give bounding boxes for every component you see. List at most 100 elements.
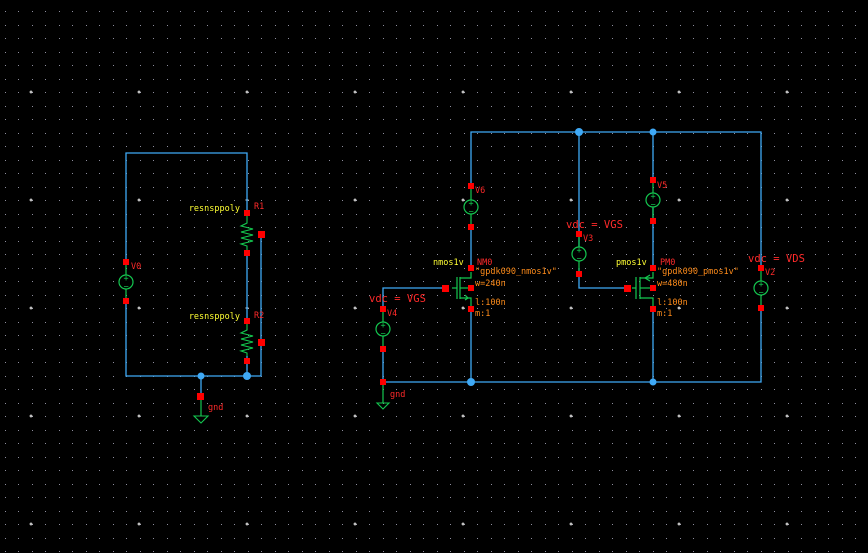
pin[interactable] <box>758 265 764 271</box>
grid-dot <box>207 362 208 363</box>
grid-dot <box>734 443 735 444</box>
wires-right <box>382 131 762 383</box>
wire[interactable] <box>470 131 762 268</box>
grid-dot <box>248 443 249 444</box>
grid-dot <box>545 443 546 444</box>
grid-dot <box>207 119 208 120</box>
ground-left[interactable]: gnd <box>192 393 223 424</box>
vdc-source-v3[interactable]: + − V3 vdc = VGS <box>566 219 623 277</box>
grid-dot <box>194 25 195 26</box>
grid-dot <box>747 79 748 80</box>
grid-dot <box>626 65 627 66</box>
wire[interactable] <box>125 152 248 262</box>
vdc-source-v4[interactable]: + − V4 vdc = VGS <box>369 293 426 352</box>
grid-dot <box>140 254 141 255</box>
wire[interactable] <box>578 268 628 289</box>
grid-dot <box>599 38 600 39</box>
pin[interactable] <box>758 305 764 311</box>
nmos-transistor-nm0[interactable]: nmos1v NM0 "gpdk090_nmos1v" w=240n l:100… <box>433 258 557 319</box>
grid-dot <box>126 11 127 12</box>
grid-dot <box>477 173 478 174</box>
grid-dot <box>126 484 127 485</box>
pin[interactable] <box>258 339 265 346</box>
grid-dot <box>801 214 802 215</box>
pin[interactable] <box>123 259 129 265</box>
resistor-r1[interactable]: resnsppoly R1 <box>189 202 265 256</box>
grid-dot <box>774 106 775 107</box>
wire[interactable] <box>382 287 448 309</box>
grid-dot <box>153 551 154 552</box>
pin[interactable] <box>468 183 474 189</box>
pin-bulk[interactable] <box>650 285 656 291</box>
grid-dot <box>558 308 559 309</box>
pin[interactable] <box>197 393 204 400</box>
wire[interactable] <box>247 234 262 377</box>
vdc-source-v6[interactable]: + − V6 <box>463 183 485 230</box>
vdc-source-v5[interactable]: + − V5 <box>645 177 667 224</box>
grid-dot <box>437 65 438 66</box>
grid-dot <box>612 11 613 12</box>
grid-dot <box>518 187 519 188</box>
pin-gate[interactable] <box>442 285 449 292</box>
grid-dot <box>140 511 141 512</box>
pin-gate[interactable] <box>624 285 631 292</box>
pin-source[interactable] <box>468 306 474 312</box>
grid-dot <box>639 268 640 269</box>
grid-dot <box>356 322 357 323</box>
ground-mid[interactable]: gnd <box>375 379 405 410</box>
pin-drain[interactable] <box>468 265 474 271</box>
grid-dot <box>369 430 370 431</box>
pin[interactable] <box>380 306 386 312</box>
grid-dot <box>59 133 60 134</box>
grid-dot <box>153 25 154 26</box>
grid-dot <box>315 295 316 296</box>
wire[interactable] <box>382 308 762 383</box>
pin[interactable] <box>650 177 656 183</box>
grid-dot <box>423 403 424 404</box>
resistor-r2[interactable]: resnsppoly R2 <box>189 311 265 364</box>
grid-dot <box>734 457 735 458</box>
grid-dot <box>113 65 114 66</box>
grid-dot <box>45 173 46 174</box>
pin[interactable] <box>380 346 386 352</box>
pin[interactable] <box>258 231 265 238</box>
grid-dot <box>153 538 154 539</box>
grid-dot <box>153 362 154 363</box>
grid-dot <box>99 254 100 255</box>
grid-dot <box>855 443 856 444</box>
grid-dot <box>369 349 370 350</box>
grid-dot <box>5 551 6 552</box>
pmos-transistor-pm0[interactable]: pmos1v PM0 "gpdk090_pmos1v" w=480n l:100… <box>616 258 739 319</box>
pin[interactable] <box>468 224 474 230</box>
vdc-source-v2[interactable]: + − V2 vdc = VDS <box>748 253 805 311</box>
pin[interactable] <box>650 218 656 224</box>
pin[interactable] <box>576 271 582 277</box>
grid-dot <box>504 389 505 390</box>
grid-dot <box>423 133 424 134</box>
pin[interactable] <box>123 298 129 304</box>
grid-dot <box>207 497 208 498</box>
pin[interactable] <box>380 379 386 385</box>
grid-dot <box>194 551 195 552</box>
pin-drain[interactable] <box>650 306 656 312</box>
grid-dot <box>450 403 451 404</box>
pin[interactable] <box>576 231 582 237</box>
wire[interactable] <box>125 303 248 377</box>
grid-dot <box>774 416 775 417</box>
pin[interactable] <box>244 250 250 256</box>
grid-dot <box>207 389 208 390</box>
pin-source[interactable] <box>650 265 656 271</box>
grid-dot <box>491 430 492 431</box>
pin[interactable] <box>244 318 250 324</box>
svg-text:−: − <box>123 282 128 292</box>
pin[interactable] <box>244 358 250 364</box>
grid-dot <box>815 524 816 525</box>
grid-dot <box>302 443 303 444</box>
grid-dot <box>288 322 289 323</box>
pin[interactable] <box>244 210 250 216</box>
vdc-source-v0[interactable]: + − V0 <box>118 259 141 304</box>
grid-dot <box>545 511 546 512</box>
pin-bulk[interactable] <box>468 285 474 291</box>
grid-dot <box>491 200 492 201</box>
